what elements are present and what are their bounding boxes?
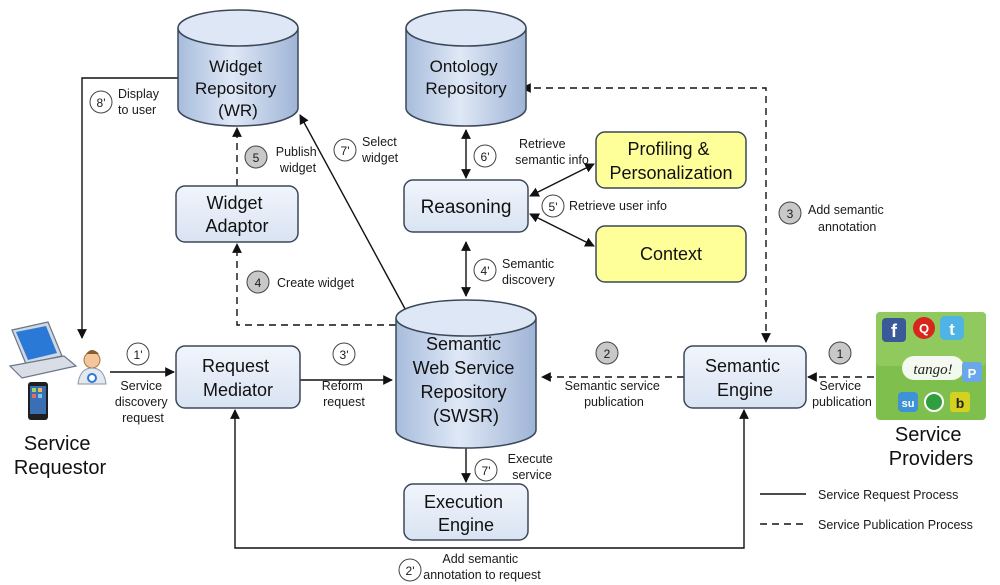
ontology-repository-label: Ontology Repository [425,57,507,98]
swsr-label: Semantic Web Service Repository (SWSR) [413,334,520,426]
legend-dashed-label: Service Publication Process [818,518,973,532]
step-1p-marker: 1' Service discovery request [115,342,171,425]
service-providers-label: Service Providers [889,424,973,470]
svg-text:b: b [956,395,965,411]
execution-engine-box: Execution Engine [403,483,529,541]
step-5-marker: 5 Publish widget [244,145,320,175]
arrow-create-widget [232,243,396,326]
widget-adaptor-box: Widget Adaptor [175,185,299,243]
step-3-label: Add semantic annotation [808,203,887,234]
service-requestor: Service Requestor [8,321,107,479]
svg-text:1': 1' [134,348,143,362]
svg-text:6': 6' [481,150,490,164]
svg-text:8': 8' [97,96,106,110]
facebook-logo-icon: f [882,318,906,342]
b-logo-icon: b [950,392,970,412]
svg-text:t: t [949,320,955,339]
step-2p-label: Add semantic annotation to request [423,552,541,582]
svg-text:7': 7' [341,144,350,158]
step-7p-select-label: Select widget [361,135,400,165]
step-7p-select-marker: 7' Select widget [333,135,400,165]
execution-engine-label: Execution Engine [424,492,508,535]
step-3p-marker: 3' Reform request [322,342,366,409]
svg-text:5: 5 [253,151,260,165]
svg-text:3': 3' [340,348,349,362]
green-q-logo-icon [924,392,944,412]
request-mediator-box: Request Mediator [175,345,301,409]
stumbleupon-logo-icon: su [898,392,918,412]
svg-text:su: su [902,398,915,410]
ontology-repository-cylinder: Ontology Repository [405,9,527,127]
context-box: Context [595,225,747,283]
widget-adaptor-label: Widget Adaptor [205,193,268,236]
arrow-display-to-user [77,77,178,339]
step-1-marker: 1 Service publication [812,341,872,409]
legend: Service Request Process Service Publicat… [760,488,973,532]
profiling-box: Profiling & Personalization [595,131,747,189]
step-3-marker: 3 Add semantic annotation [778,201,887,234]
step-6p-label: Retrieve semantic info [515,137,589,167]
q-logo-icon: Q [913,317,935,339]
svg-text:P: P [968,366,977,381]
svg-text:5': 5' [549,200,558,214]
laptop-icon [8,321,78,379]
step-1-label: Service publication [812,379,872,409]
svg-text:1: 1 [837,347,844,361]
step-2-label: Semantic service publication [565,379,664,409]
svg-text:Q: Q [919,321,929,336]
svg-text:4': 4' [481,264,490,278]
step-7p-execute-marker: 7' Execute service [474,452,557,482]
arrow-add-semantic-annotation [521,83,771,343]
step-6p-marker: 6' Retrieve semantic info [473,137,589,168]
phone-icon [28,382,48,420]
swsr-cylinder: Semantic Web Service Repository (SWSR) [395,299,537,449]
step-8p-marker: 8' Display to user [89,87,162,117]
service-requestor-label: Service Requestor [14,433,107,479]
step-5-label: Publish widget [276,145,320,175]
legend-solid-label: Service Request Process [818,488,958,502]
step-4p-label: Semantic discovery [502,257,558,287]
step-5p-marker: 5' Retrieve user info [541,194,667,218]
svg-text:tango!: tango! [913,362,952,378]
semantic-engine-label: Semantic Engine [705,356,785,400]
user-icon [77,350,107,385]
step-7p-execute-label: Execute service [508,452,557,482]
svg-text:2': 2' [406,564,415,578]
step-8p-label: Display to user [118,87,162,117]
svg-text:4: 4 [255,276,262,290]
arrow-select-widget [299,114,411,319]
p-logo-icon: P [962,362,982,382]
step-4-marker: 4 Create widget [246,270,355,294]
profiling-label: Profiling & Personalization [609,139,732,183]
step-1p-label: Service discovery request [115,379,171,425]
reasoning-box: Reasoning [403,179,529,233]
arrow-profiling [529,163,595,197]
request-mediator-label: Request Mediator [202,356,274,400]
step-2-marker: 2 Semantic service publication [565,341,664,409]
svg-text:2: 2 [604,347,611,361]
arrow-add-annotation-request [230,409,749,549]
step-5p-label: Retrieve user info [569,199,667,213]
svg-text:f: f [891,321,898,341]
semantic-engine-box: Semantic Engine [683,345,807,409]
svg-text:7': 7' [482,464,491,478]
arrow-context [529,213,595,247]
step-3p-label: Reform request [322,379,366,409]
step-2p-marker: 2' Add semantic annotation to request [398,552,541,582]
widget-repository-label: Widget Repository (WR) [195,57,281,120]
context-label: Context [640,244,702,264]
twitter-logo-icon: t [940,316,964,340]
service-providers: f Q t tango! P su b Service Provide [876,312,986,470]
tango-logo-icon: tango! [902,356,964,380]
reasoning-label: Reasoning [421,197,512,218]
svg-text:3: 3 [787,207,794,221]
publication-connectors [232,83,874,382]
widget-repository-cylinder: Widget Repository (WR) [177,9,299,127]
step-4-label: Create widget [277,276,355,290]
step-4p-marker: 4' Semantic discovery [473,257,558,287]
